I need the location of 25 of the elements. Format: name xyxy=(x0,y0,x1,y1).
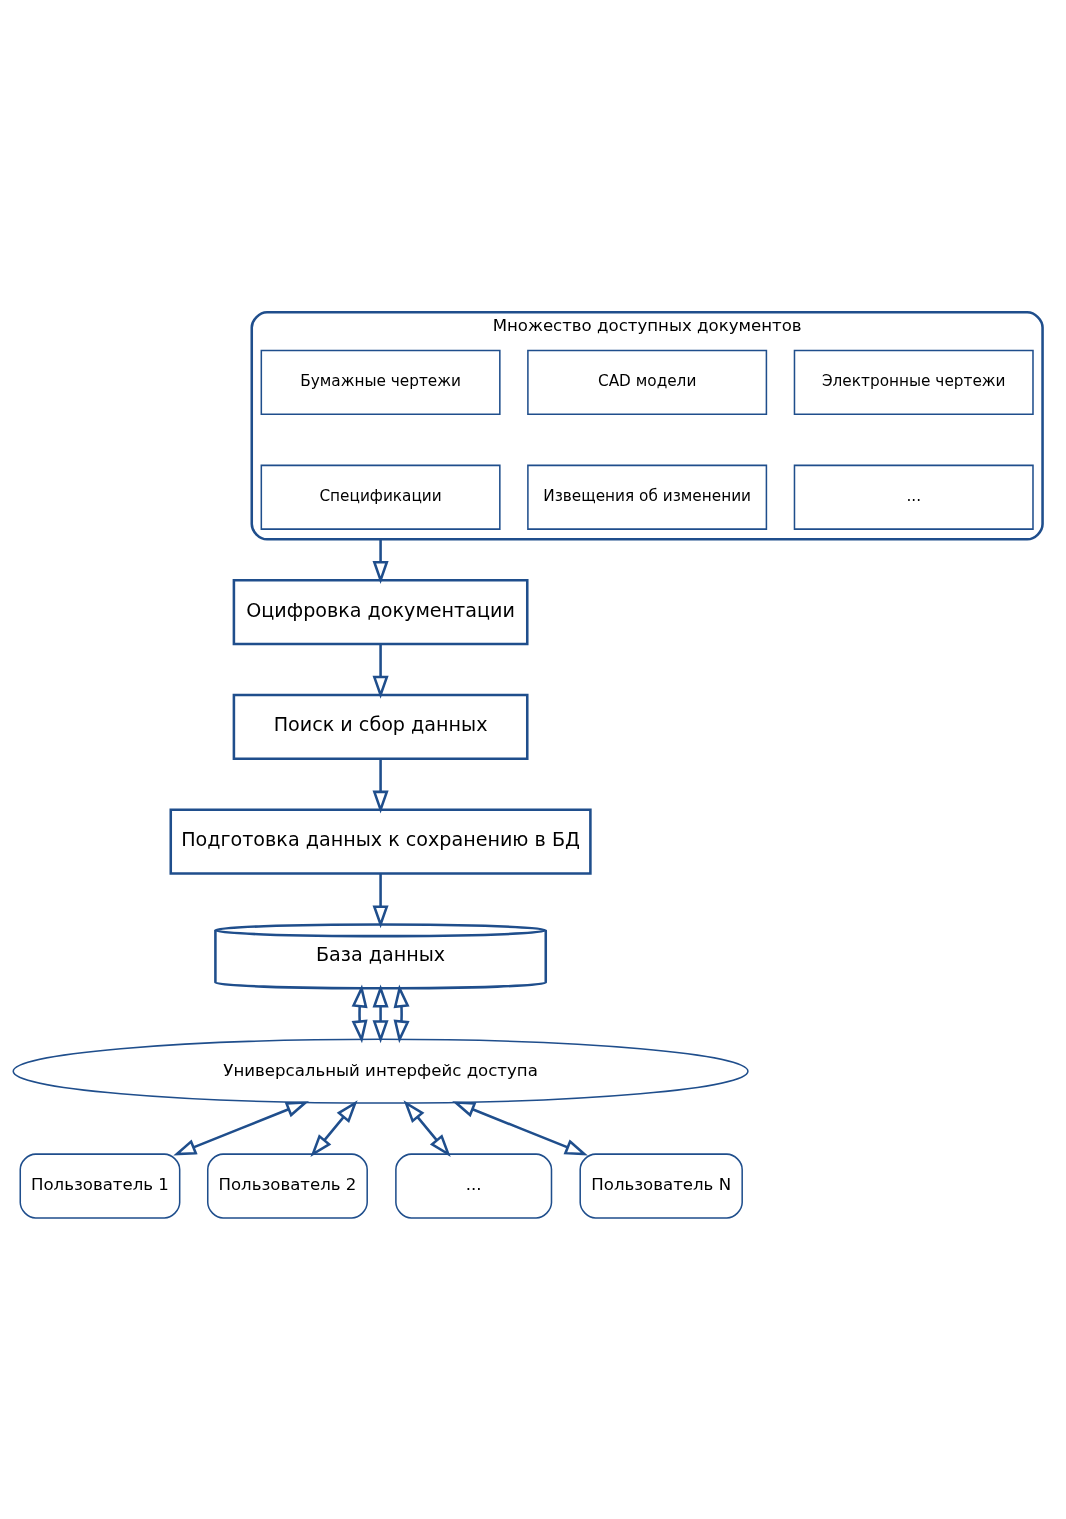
node-box: ... xyxy=(395,1152,553,1219)
node-box: Пользователь 1 xyxy=(19,1152,181,1219)
node-box: Оцифровка документации xyxy=(232,578,529,645)
node-box: CAD модели xyxy=(527,349,768,415)
arrow xyxy=(372,538,389,584)
node-box: Пользователь 2 xyxy=(207,1152,368,1219)
arrow xyxy=(372,873,389,928)
arrow xyxy=(372,758,389,814)
arrow xyxy=(393,984,410,1043)
node-box: Извещения об изменении xyxy=(527,464,768,530)
arrow xyxy=(372,984,389,1043)
node-box: Поиск и сбор данных xyxy=(232,693,529,760)
arrow xyxy=(351,984,368,1043)
arrow xyxy=(403,1099,451,1157)
node-box: Электронные чертежи xyxy=(793,349,1034,415)
arrow xyxy=(452,1100,588,1155)
node-box: Подготовка данных к сохранению в БД xyxy=(169,807,592,875)
node-ellipse: Универсальный интерфейс доступа xyxy=(12,1038,749,1104)
node-box: Пользователь N xyxy=(579,1152,743,1219)
node-box: Спецификации xyxy=(260,464,501,530)
arrow xyxy=(372,643,389,699)
arrow xyxy=(173,1100,309,1155)
arrow xyxy=(310,1099,358,1157)
node-box: Бумажные чертежи xyxy=(260,349,501,415)
node-box: ... xyxy=(793,464,1034,530)
